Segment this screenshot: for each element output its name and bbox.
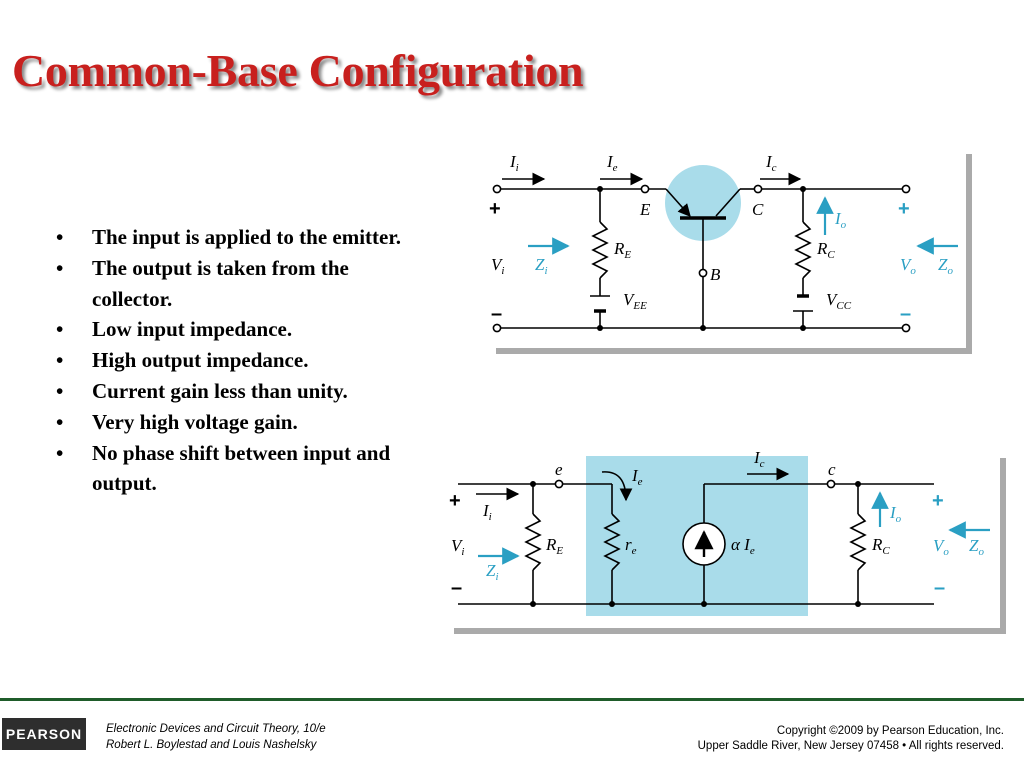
emitter-resistor-label: RE <box>613 239 631 261</box>
input-impedance-label: Zi <box>535 255 548 277</box>
junction-dot <box>597 186 603 192</box>
junction-dot <box>800 186 806 192</box>
output-impedance-label: Zo <box>969 536 984 558</box>
junction-dot <box>855 481 861 487</box>
emitter-terminal <box>640 184 650 194</box>
emitter-current-arrow <box>601 471 633 502</box>
collector-resistor-label: RC <box>871 535 890 557</box>
collector-node-terminal <box>826 479 836 489</box>
junction-dot <box>855 601 861 607</box>
emitter-current-label: Ie <box>631 466 643 488</box>
emitter-current-label: Ie <box>606 152 618 174</box>
output-voltage-label: Vo <box>933 536 949 558</box>
emitter-node-terminal <box>554 479 564 489</box>
output-current-label: Io <box>889 503 902 525</box>
collector-resistor-label: RC <box>816 239 835 261</box>
input-impedance-label: Zi <box>486 561 499 583</box>
publisher-logo: PEARSON <box>2 718 86 750</box>
emitter-supply-label: VEE <box>623 290 647 312</box>
base-terminal <box>698 268 708 278</box>
junction-dot <box>609 601 615 607</box>
junction-dot <box>530 481 536 487</box>
collector-node-label: c <box>828 460 836 479</box>
input-terminal-top <box>492 184 502 194</box>
junction-dot <box>597 325 603 331</box>
emitter-resistor-label: RE <box>545 535 563 557</box>
copyright-line: Copyright ©2009 by Pearson Education, In… <box>776 725 1004 737</box>
base-label: B <box>710 265 721 284</box>
bullet-item: Very high voltage gain. <box>56 407 416 438</box>
junction-dot <box>701 601 707 607</box>
slide-title: Common-Base Configuration <box>12 45 584 96</box>
input-plus-sign: + <box>449 490 461 512</box>
bullet-item: Low input impedance. <box>56 314 416 345</box>
dynamic-resistance-label: re <box>625 535 637 557</box>
bullet-list: The input is applied to the emitter. The… <box>56 222 416 499</box>
input-current-label: Ii <box>482 501 492 523</box>
collector-resistor-zigzag <box>849 513 867 571</box>
collector-resistor-zigzag <box>794 221 812 279</box>
footer-divider <box>0 698 1024 701</box>
collector-current-label: Ic <box>753 448 765 470</box>
common-base-circuit-diagram: Ii Ie Ic Io E C B RE RC VEE VCC Vi Zi Vo… <box>489 148 972 354</box>
output-terminal-bottom <box>901 323 911 333</box>
dynamic-resistance-zigzag <box>603 513 621 571</box>
output-voltage-label: Vo <box>900 255 916 277</box>
bullet-item: No phase shift between input and output. <box>56 438 416 500</box>
transistor-highlight <box>665 165 741 241</box>
collector-terminal <box>753 184 763 194</box>
publisher-address: Upper Saddle River, New Jersey 07458 • A… <box>697 740 1004 752</box>
junction-dot <box>800 325 806 331</box>
collector-label: C <box>752 200 764 219</box>
emitter-node-label: e <box>555 460 563 479</box>
output-terminal-top <box>901 184 911 194</box>
collector-supply-label: VCC <box>826 290 852 312</box>
book-authors: Robert L. Boylestad and Louis Nashelsky <box>106 739 317 751</box>
output-plus-sign: + <box>932 490 944 512</box>
collector-current-label: Ic <box>765 152 777 174</box>
current-source-label: α Ie <box>731 535 755 557</box>
junction-dot <box>530 601 536 607</box>
book-title: Electronic Devices and Circuit Theory, 1… <box>106 723 326 735</box>
bullet-item: High output impedance. <box>56 345 416 376</box>
input-minus-sign: – <box>451 577 462 599</box>
output-minus-sign: – <box>934 577 945 599</box>
output-minus-sign: – <box>900 303 911 325</box>
input-current-label: Ii <box>509 152 519 174</box>
input-minus-sign: – <box>491 303 502 325</box>
transistor-emitter-lead <box>665 188 691 217</box>
transistor-collector-lead <box>715 188 741 217</box>
input-plus-sign: + <box>489 198 501 220</box>
bullet-item: The input is applied to the emitter. <box>56 222 416 253</box>
book-credit: Electronic Devices and Circuit Theory, 1… <box>106 721 326 753</box>
input-terminal-bottom <box>492 323 502 333</box>
emitter-resistor-zigzag <box>524 513 542 571</box>
output-impedance-label: Zo <box>938 255 953 277</box>
input-voltage-label: Vi <box>451 536 464 558</box>
re-equivalent-circuit-diagram: e c Ii Ie Ic Io RE re α Ie RC Vi Zi Vo Z… <box>448 448 1006 634</box>
emitter-label: E <box>639 200 651 219</box>
emitter-resistor-zigzag <box>591 221 609 279</box>
junction-dot <box>700 325 706 331</box>
copyright-notice: Copyright ©2009 by Pearson Education, In… <box>698 724 1004 754</box>
output-current-label: Io <box>834 209 847 231</box>
bullet-item: The output is taken from the collector. <box>56 253 416 315</box>
input-voltage-label: Vi <box>491 255 504 277</box>
output-plus-sign: + <box>898 198 910 220</box>
bullet-item: Current gain less than unity. <box>56 376 416 407</box>
